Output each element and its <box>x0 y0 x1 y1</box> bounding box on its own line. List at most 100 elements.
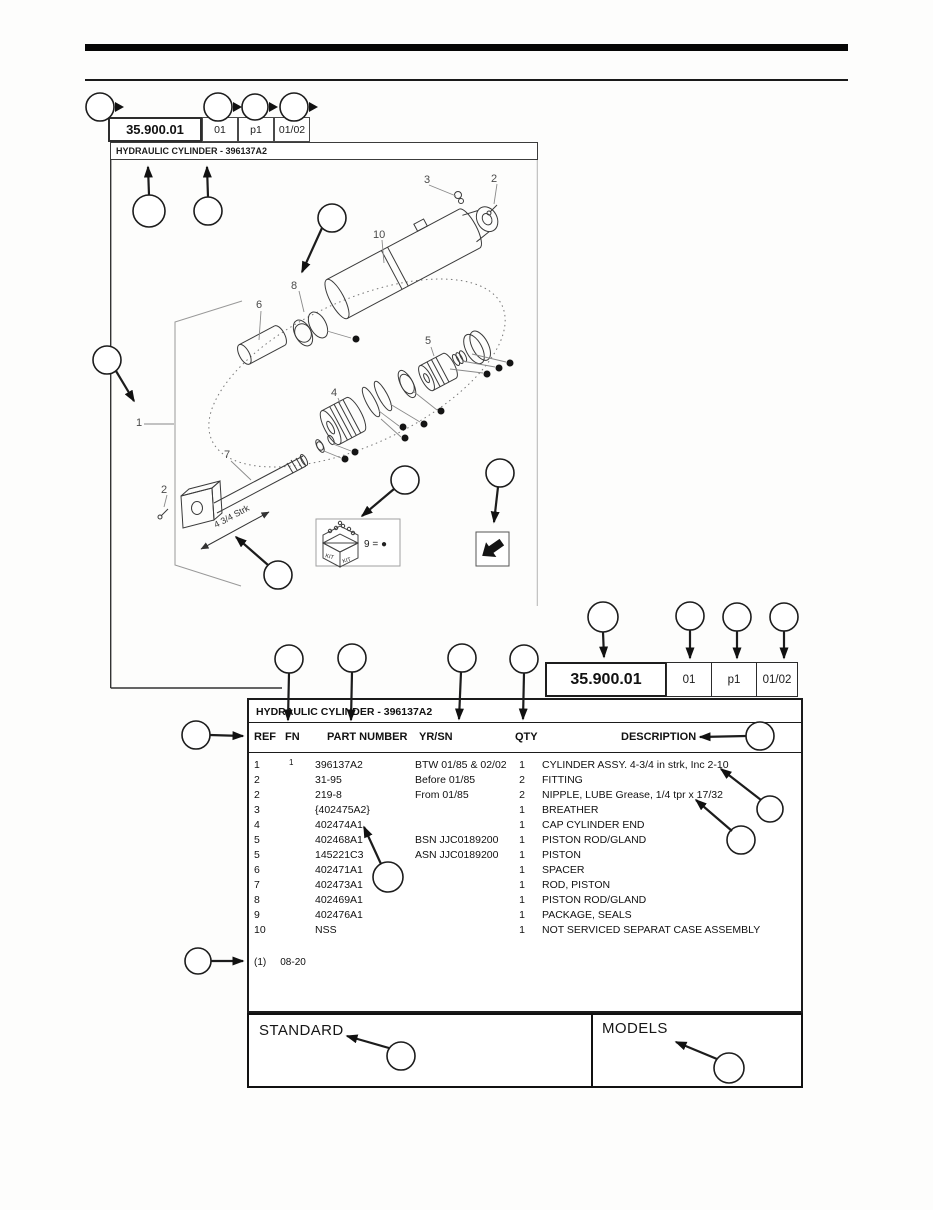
cell-part: 402476A1 <box>315 909 363 921</box>
table-row: 2 219-8 From 01/85 2 NIPPLE, LUBE Grease, 1/… <box>249 789 801 804</box>
breather-part <box>454 191 464 204</box>
cell-qty: 1 <box>519 759 525 771</box>
screw-bottom <box>157 508 169 520</box>
table-revision-value: 01 <box>682 673 696 686</box>
cell-yrsn: ASN JJC0189200 <box>415 849 499 861</box>
cell-yrsn: BTW 01/85 & 02/02 <box>415 759 507 771</box>
cell-desc: PACKAGE, SEALS <box>542 909 632 921</box>
cell-ref: 4 <box>254 819 260 831</box>
cell-qty: 1 <box>519 864 525 876</box>
part-label-7: 7 <box>224 449 230 461</box>
cell-desc: PISTON ROD/GLAND <box>542 834 647 846</box>
cell-desc: CAP CYLINDER END <box>542 819 645 831</box>
parts-table-body: 1 1 396137A2 BTW 01/85 & 02/02 1 CYLINDER ASS… <box>249 758 801 939</box>
gland-rings <box>292 311 329 347</box>
parts-table: HYDRAULIC CYLINDER - 396137A2 REF FN PAR… <box>247 698 803 1013</box>
part-label-4: 4 <box>331 387 337 399</box>
table-date-value: 01/02 <box>762 673 792 686</box>
cell-qty: 1 <box>519 894 525 906</box>
cell-qty: 1 <box>519 909 525 921</box>
cell-yrsn: Before 01/85 <box>415 774 476 786</box>
col-description: DESCRIPTION <box>621 731 697 743</box>
part-label-5: 5 <box>425 335 431 347</box>
col-fn: FN <box>285 731 300 743</box>
cell-desc: SPACER <box>542 864 585 876</box>
standard-label: STANDARD <box>259 1022 344 1039</box>
part-label-2-bottom: 2 <box>161 484 167 496</box>
parts-table-header: REF FN PART NUMBER YR/SN QTY DESCRIPTION <box>249 723 801 753</box>
cell-ref: 2 <box>254 774 260 786</box>
cell-part: 402473A1 <box>315 879 363 891</box>
cell-fn: 1 <box>289 758 294 767</box>
cell-desc: NOT SERVICED SEPARAT CASE ASSEMBLY <box>542 924 761 936</box>
col-ref: REF <box>254 731 276 743</box>
parts-table-title: HYDRAULIC CYLINDER - 396137A2 <box>249 700 801 723</box>
part-label-3: 3 <box>424 174 430 186</box>
top-rule-thick <box>85 44 848 51</box>
kit-icon <box>315 518 401 568</box>
diagram-title: HYDRAULIC CYLINDER - 396137A2 <box>116 146 268 156</box>
cell-desc: CYLINDER ASSY. 4-3/4 in strk, Inc 2-10 <box>542 759 729 771</box>
cell-ref: 9 <box>254 909 260 921</box>
table-row: 9 402476A1 1 PACKAGE, SEALS <box>249 909 801 924</box>
diagram-title-bar: HYDRAULIC CYLINDER - 396137A2 <box>110 142 538 160</box>
cell-ref: 2 <box>254 789 260 801</box>
cell-qty: 1 <box>519 804 525 816</box>
models-label: MODELS <box>602 1020 668 1037</box>
cell-desc: NIPPLE, LUBE Grease, 1/4 tpr x 17/32 <box>542 789 723 801</box>
spacer-tube <box>237 325 287 365</box>
applicability-divider <box>591 1013 593 1088</box>
nav-arrow-icon <box>475 531 510 567</box>
cell-part: 402471A1 <box>315 864 363 876</box>
cell-desc: BREATHER <box>542 804 599 816</box>
cell-desc: FITTING <box>542 774 583 786</box>
cell-desc: PISTON <box>542 849 581 861</box>
cell-desc: ROD, PISTON <box>542 879 611 891</box>
part-label-6: 6 <box>256 299 262 311</box>
page-number-value: p1 <box>250 123 262 136</box>
cell-part: 402468A1 <box>315 834 363 846</box>
cell-ref: 10 <box>254 924 266 936</box>
cell-ref: 3 <box>254 804 260 816</box>
table-date-cell: 01/02 <box>756 662 798 697</box>
cell-yrsn: From 01/85 <box>415 789 469 801</box>
screw-top <box>486 204 498 216</box>
col-qty: QTY <box>515 731 538 743</box>
table-row: 4 402474A1 1 CAP CYLINDER END <box>249 819 801 834</box>
cell-part: 396137A2 <box>315 759 363 771</box>
cell-qty: 1 <box>519 879 525 891</box>
top-rule-thin <box>85 79 848 81</box>
cell-qty: 2 <box>519 789 525 801</box>
rod-part <box>180 434 335 529</box>
cell-part: 402474A1 <box>315 819 363 831</box>
cell-part: 145221C3 <box>315 849 364 861</box>
revision-value: 01 <box>214 123 226 136</box>
kit-legend: 9 = ● <box>364 539 387 550</box>
cell-part: NSS <box>315 924 337 936</box>
cell-qty: 1 <box>519 819 525 831</box>
date-value: 01/02 <box>278 123 306 136</box>
cell-qty: 2 <box>519 774 525 786</box>
footnote-ref: (1) <box>254 957 267 968</box>
cell-desc: PISTON ROD/GLAND <box>542 894 647 906</box>
cell-part: 219-8 <box>315 789 342 801</box>
diagram-frame <box>109 160 538 689</box>
cell-part: 402469A1 <box>315 894 363 906</box>
kit-label-left: KIT <box>324 553 334 561</box>
cell-ref: 5 <box>254 849 260 861</box>
page-code-box: 35.900.01 <box>108 117 202 142</box>
assembly-bracket <box>174 300 243 587</box>
col-yr-sn: YR/SN <box>419 731 453 743</box>
cylinder-tube <box>324 206 499 320</box>
table-revision-cell: 01 <box>666 662 712 697</box>
leader-lines <box>163 183 507 508</box>
part-label-2-top: 2 <box>491 173 497 185</box>
